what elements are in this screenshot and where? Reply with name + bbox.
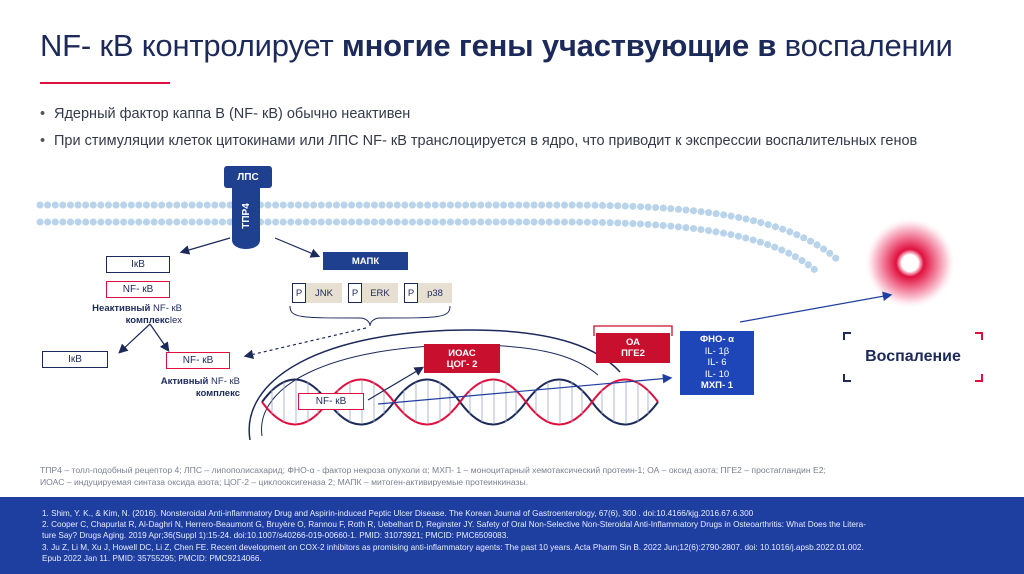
kinase-p38: p38 xyxy=(418,283,452,303)
lps-label: ЛПС xyxy=(237,171,259,183)
glossary-line: ИОАС – индуцируемая синтаза оксида азота… xyxy=(40,477,529,487)
inflammation-box: Воспаление xyxy=(843,332,983,382)
arrow-dna-to-ioac xyxy=(367,366,425,401)
cytokine-il10: IL- 10 xyxy=(704,368,730,380)
title-underline xyxy=(40,82,170,84)
references-list: 1. Shim, Y. K., & Kim, N. (2016). Nonste… xyxy=(42,508,866,564)
page-title: NF- кB контролирует многие гены участвую… xyxy=(40,28,953,64)
pge2-label: ПГЕ2 xyxy=(621,348,645,359)
bullet-item: • Ядерный фактор каппа B (NF- кB) обычно … xyxy=(40,106,410,122)
bullet-dot: • xyxy=(40,133,46,149)
kinase-jnk: JNK xyxy=(306,283,342,303)
inflammation-label: Воспаление xyxy=(865,348,961,365)
phospho-label: P xyxy=(292,283,306,303)
cytokine-mcp1: МХП- 1 xyxy=(700,380,734,392)
reference-line: 2. Cooper C, Chapurlat R, Al-Daghri N, H… xyxy=(42,520,866,530)
arrow-to-active xyxy=(149,323,170,352)
glossary-line: ТПР4 – толл-подобный рецептор 4; ЛПС – л… xyxy=(40,465,826,475)
bullet-text: Ядерный фактор каппа B (NF- кB) обычно н… xyxy=(54,106,411,122)
bullet-text: При стимуляции клеток цитокинами или ЛПС… xyxy=(54,133,918,149)
corner-mark xyxy=(843,332,851,340)
reference-line: 1. Shim, Y. K., & Kim, N. (2016). Nonste… xyxy=(42,509,754,518)
cytokine-tnf: ФНО- α xyxy=(699,334,734,346)
reference-line: ture Say? Drugs Aging. 2019 Apr;36(Suppl… xyxy=(42,531,509,541)
arrow-to-inflammation xyxy=(739,291,893,323)
kinase-erk: ERK xyxy=(362,283,398,303)
kinase-brace xyxy=(289,305,451,327)
reference-line: Epub 2022 Jan 11. PMID: 35755295; PMCID:… xyxy=(42,553,262,563)
cytokine-il6: IL- 6 xyxy=(707,357,727,369)
arrow-dna-to-cytokines xyxy=(377,373,673,405)
oa-bracket xyxy=(593,325,673,336)
ikb-box-left: IкB xyxy=(42,351,108,368)
nfkb-box-top: NF- кB xyxy=(106,281,170,298)
oa-label: ОА xyxy=(625,337,640,348)
arrow-to-ikb-left xyxy=(118,323,151,354)
reference-line: 3. Ju Z, Li M, Xu J, Howell DC, Li Z, Ch… xyxy=(42,542,864,552)
arrow-kinase-to-active xyxy=(243,327,367,360)
arrow-to-mapk xyxy=(274,237,321,258)
bullet-dot: • xyxy=(40,106,46,122)
title-part-end: воспалении xyxy=(776,28,953,63)
cog2-label: ЦОГ- 2 xyxy=(446,358,478,370)
tlr4-label: ТПР4 xyxy=(240,203,252,229)
mapk-box: МАПК xyxy=(323,252,408,270)
ioac-label: ИОАС xyxy=(448,347,476,359)
phospho-label: P xyxy=(404,283,418,303)
corner-mark xyxy=(975,374,983,382)
cytokines-box: ФНО- α IL- 1β IL- 6 IL- 10 МХП- 1 xyxy=(680,331,754,395)
corner-mark xyxy=(975,332,983,340)
phospho-label: P xyxy=(348,283,362,303)
bullet-item: • При стимуляции клеток цитокинами или ЛП… xyxy=(40,133,917,149)
tlr4-receptor xyxy=(224,166,272,249)
nfkb-box-active: NF- кB xyxy=(166,352,230,369)
title-part-bold: многие гены участвующие в xyxy=(341,28,777,63)
corner-mark xyxy=(843,374,851,382)
title-part-normal: NF- кB контролирует xyxy=(40,28,342,63)
cytokine-il1: IL- 1β xyxy=(704,345,730,357)
inflammation-glow xyxy=(864,217,956,309)
arrow-to-ikb xyxy=(179,237,231,255)
nucleus-membrane xyxy=(248,329,621,441)
nfkb-box-dna: NF- кB xyxy=(298,393,364,410)
abbreviation-glossary: ТПР4 – толл-подобный рецептор 4; ЛПС – л… xyxy=(40,464,826,488)
references-band: 1. Shim, Y. K., & Kim, N. (2016). Nonste… xyxy=(0,497,1024,574)
cell-membrane xyxy=(36,201,844,274)
ikb-box-top: IкB xyxy=(106,256,170,273)
